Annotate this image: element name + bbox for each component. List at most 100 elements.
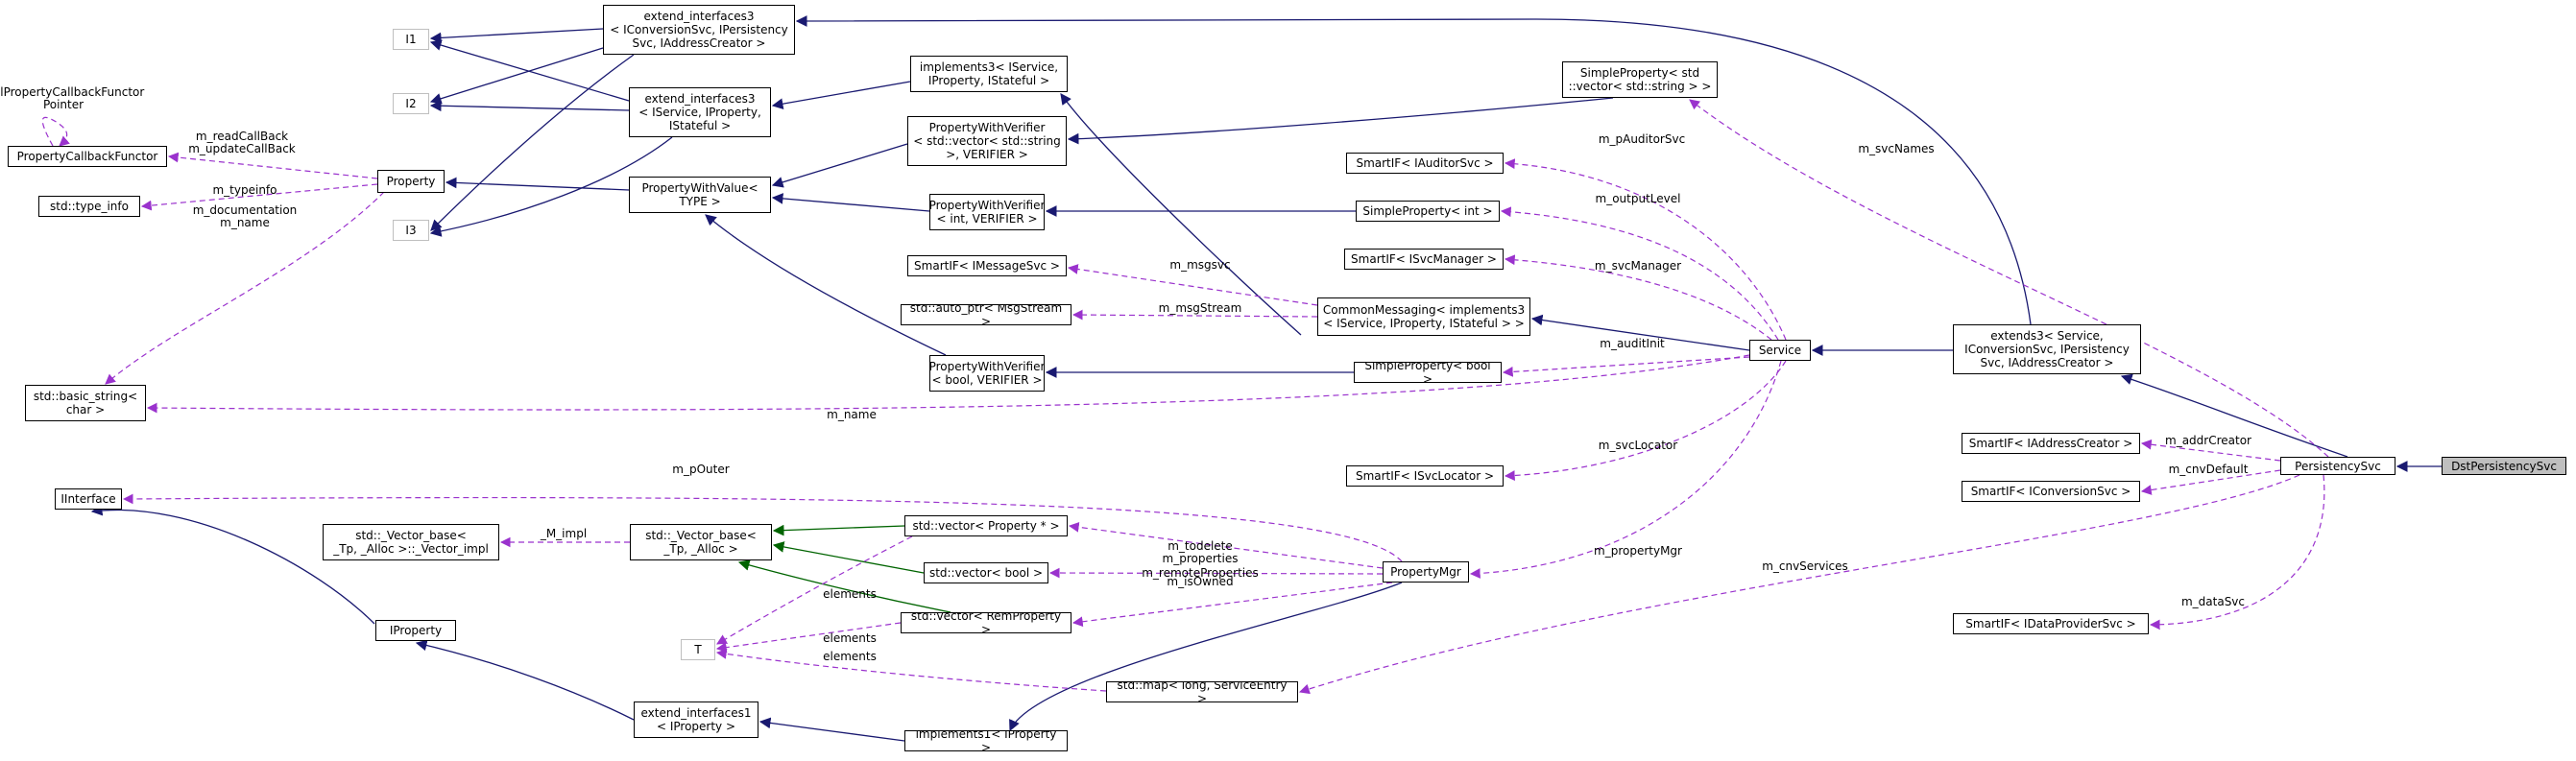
edge-pwvint-to-pwvalue xyxy=(771,193,930,212)
node-common-messaging[interactable]: CommonMessaging< implements3 < IService,… xyxy=(1317,297,1530,336)
edge-svcnames xyxy=(1689,99,2329,458)
edge-todelete xyxy=(1068,521,1384,569)
edge-msgstream xyxy=(1071,309,1318,321)
edge-ext-i3b-to-i1 xyxy=(429,39,630,102)
node-vector-base-impl[interactable]: std::_Vector_base< _Tp, _Alloc >::_Vecto… xyxy=(323,524,499,560)
node-type-info[interactable]: std::type_info xyxy=(38,196,140,217)
edge-datasvc xyxy=(2149,474,2325,630)
edge-label-cnv-default: m_cnvDefault xyxy=(2169,463,2249,476)
node-iinterface[interactable]: IInterface xyxy=(55,488,122,510)
node-map-long-serviceentry[interactable]: std::map< long, ServiceEntry > xyxy=(1106,681,1298,702)
node-simple-property-bool[interactable]: SimpleProperty< bool > xyxy=(1354,362,1502,383)
node-simple-property-int[interactable]: SimpleProperty< int > xyxy=(1356,201,1500,222)
edge-label-audit-init: m_auditInit xyxy=(1600,337,1665,350)
edge-label-elements3: elements xyxy=(823,650,877,663)
edge-ext-i3a-to-i3 xyxy=(430,54,635,231)
node-implements3[interactable]: implements3< IService, IProperty, IState… xyxy=(910,56,1068,92)
edge-label-name: m_name xyxy=(827,408,877,421)
edge-readcallback xyxy=(167,152,378,179)
node-simple-property-vector-string[interactable]: SimpleProperty< std ::vector< std::strin… xyxy=(1562,61,1718,98)
edge-label-output-level: m_outputLevel xyxy=(1596,192,1681,205)
edge-typeinfo xyxy=(140,183,378,211)
node-vector-base[interactable]: std::_Vector_base< _Tp, _Alloc > xyxy=(630,524,772,560)
edge-auditinit xyxy=(1502,356,1750,377)
edge-svcmanager xyxy=(1504,254,1772,341)
node-property-with-verifier-vector[interactable]: PropertyWithVerifier < std::vector< std:… xyxy=(907,116,1067,166)
edge-label-null-pcf: nullPropertyCallbackFunctorPointer xyxy=(0,85,144,111)
node-i1: I1 xyxy=(393,29,429,50)
node-service[interactable]: Service xyxy=(1749,340,1811,361)
node-smartif-iaddresscreator[interactable]: SmartIF< IAddressCreator > xyxy=(1962,433,2140,454)
node-implements1[interactable]: implements1< IProperty > xyxy=(904,730,1068,751)
edge-ext-i3b-to-i3 xyxy=(429,136,673,237)
edge-ext-i3a-to-i2 xyxy=(429,47,604,105)
node-persistency-svc[interactable]: PersistencySvc xyxy=(2280,457,2395,475)
edge-vecremprop-to-vectorbase xyxy=(737,559,951,613)
node-extend-interfaces3-service[interactable]: extend_interfaces3 < IService, IProperty… xyxy=(629,87,771,137)
edge-nullpcf xyxy=(41,116,70,147)
edge-msgsvc xyxy=(1067,264,1318,306)
node-dst-persistency-svc: DstPersistencySvc xyxy=(2442,457,2566,475)
edge-iproperty-to-iinterface xyxy=(90,504,375,625)
node-property-callback-functor[interactable]: PropertyCallbackFunctor xyxy=(8,146,167,167)
node-vector-property-ptr[interactable]: std::vector< Property * > xyxy=(904,515,1068,536)
node-vector-remproperty[interactable]: std::vector< RemProperty > xyxy=(901,612,1071,633)
edge-pwvbool-to-pwvalue xyxy=(705,214,947,356)
node-iproperty[interactable]: IProperty xyxy=(375,620,456,641)
node-property-with-verifier-int[interactable]: PropertyWithVerifier < int, VERIFIER > xyxy=(929,194,1045,230)
edge-propertymgr-to-impl1 xyxy=(1009,582,1403,732)
edge-label-msgsvc: m_msgsvc xyxy=(1169,258,1230,272)
node-smartif-isvclocator[interactable]: SmartIF< ISvcLocator > xyxy=(1346,465,1504,487)
node-property-with-value[interactable]: PropertyWithValue< TYPE > xyxy=(629,177,771,213)
node-smartif-idataprovidersvc[interactable]: SmartIF< IDataProviderSvc > xyxy=(1953,613,2149,634)
node-smartif-imessagesvc[interactable]: SmartIF< IMessageSvc > xyxy=(907,255,1067,276)
edge-ext-i3b-to-i2 xyxy=(429,100,630,112)
node-smartif-iauditorsvc[interactable]: SmartIF< IAuditorSvc > xyxy=(1346,153,1504,174)
node-extend-interfaces3-conversion[interactable]: extend_interfaces3 < IConversionSvc, IPe… xyxy=(603,5,795,55)
node-extend-interfaces1[interactable]: extend_interfaces1 < IProperty > xyxy=(634,702,758,738)
node-auto-ptr-msgstream[interactable]: std::auto_ptr< MsgStream > xyxy=(901,304,1071,325)
node-extends3[interactable]: extends3< Service, IConversionSvc, IPers… xyxy=(1953,324,2141,374)
edge-isowned xyxy=(1048,567,1384,579)
edge-vecprop-to-vectorbase xyxy=(772,524,905,536)
node-t: T xyxy=(681,639,715,660)
edge-impl3-to-ext-i3b xyxy=(771,81,911,109)
node-smartif-isvcmanager[interactable]: SmartIF< ISvcManager > xyxy=(1344,249,1504,270)
node-property-mgr[interactable]: PropertyMgr xyxy=(1383,561,1469,583)
edge-addrcreator xyxy=(2140,439,2281,462)
edge-label-property-mgr: m_propertyMgr xyxy=(1594,544,1682,558)
edge-docname xyxy=(105,191,385,385)
edge-pauditor xyxy=(1504,158,1787,341)
edge-label-is-owned: m_isOwned xyxy=(1167,575,1233,588)
edge-name xyxy=(146,354,1750,414)
edge-label-p-outer: m_pOuter xyxy=(672,463,729,476)
node-property-with-verifier-bool[interactable]: PropertyWithVerifier < bool, VERIFIER > xyxy=(929,355,1045,392)
edge-pouter xyxy=(122,493,1403,562)
edge-svclocator xyxy=(1504,360,1787,481)
edge-label-addr-creator: m_addrCreator xyxy=(2165,434,2251,447)
edge-commonmsg-to-impl3 xyxy=(1060,93,1302,336)
edge-label-svc-locator: m_svcLocator xyxy=(1599,439,1677,452)
node-i2: I2 xyxy=(393,93,429,114)
edge-exti1-to-iproperty xyxy=(415,639,635,721)
edge-cnvservices xyxy=(1298,474,2300,695)
edge-simplevec-to-pwvvec xyxy=(1067,97,1614,145)
node-vector-bool[interactable]: std::vector< bool > xyxy=(924,562,1048,583)
edge-label-m-impl: _M_impl xyxy=(540,527,587,540)
node-basic-string[interactable]: std::basic_string< char > xyxy=(25,385,146,421)
edge-label-cnv-services: m_cnvServices xyxy=(1762,559,1848,573)
edge-vecbool-to-vectorbase xyxy=(772,541,925,574)
node-property[interactable]: Property xyxy=(377,170,445,193)
edge-persistency-to-extends3 xyxy=(2120,373,2348,458)
edge-label-p-auditor: m_pAuditorSvc xyxy=(1599,132,1685,146)
node-smartif-iconversionsvc[interactable]: SmartIF< IConversionSvc > xyxy=(1962,481,2140,502)
edge-service-to-commonmsg xyxy=(1530,314,1750,351)
edge-label-typeinfo: m_typeinfo xyxy=(212,183,277,197)
edge-label-elements2: elements xyxy=(823,631,877,645)
node-i3: I3 xyxy=(393,220,429,241)
edge-elements2 xyxy=(715,622,902,653)
